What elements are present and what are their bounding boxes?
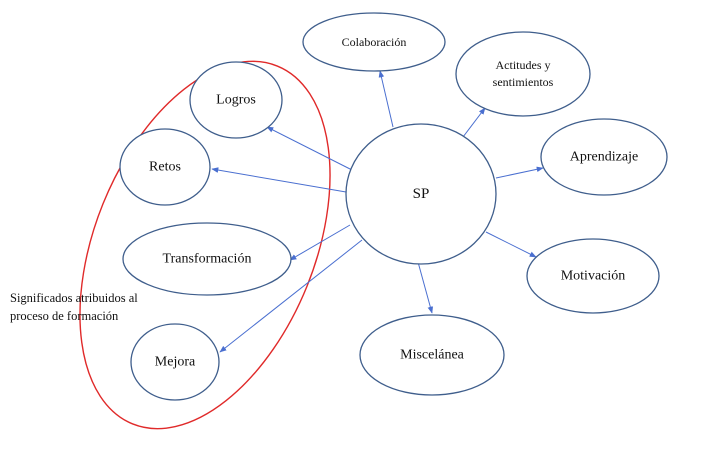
node-mejora: Mejora bbox=[130, 323, 220, 401]
node-motivacion: Motivación bbox=[526, 238, 660, 314]
arrow-to-motivacion bbox=[485, 231, 537, 258]
node-actitudes-label-line2: sentimientos bbox=[493, 75, 554, 89]
node-logros-label: Logros bbox=[216, 93, 256, 108]
node-actitudes: Actitudes y sentimientos bbox=[455, 31, 591, 117]
node-retos-label: Retos bbox=[149, 160, 181, 175]
node-aprendizaje: Aprendizaje bbox=[540, 118, 668, 196]
node-retos: Retos bbox=[119, 128, 211, 206]
group-annotation: Significados atribuidos al proceso de fo… bbox=[10, 291, 138, 323]
node-colaboracion: Colaboración bbox=[302, 12, 446, 72]
node-mejora-label: Mejora bbox=[155, 355, 196, 370]
node-miscelanea: Miscelánea bbox=[359, 314, 505, 396]
node-miscelanea-label: Miscelánea bbox=[400, 348, 465, 363]
node-colaboracion-label: Colaboración bbox=[342, 35, 407, 49]
node-logros: Logros bbox=[189, 61, 283, 139]
node-transformacion: Transformación bbox=[122, 222, 292, 296]
center-node-label: SP bbox=[413, 186, 430, 202]
arrow-to-mejora bbox=[219, 239, 363, 353]
group-annotation-line2: proceso de formación bbox=[10, 309, 119, 323]
node-motivacion-label: Motivación bbox=[561, 269, 626, 284]
node-transformacion-label: Transformación bbox=[163, 252, 252, 267]
arrow-to-transformacion bbox=[289, 224, 351, 261]
arrow-to-actitudes bbox=[462, 107, 486, 138]
arrow-to-colaboracion bbox=[378, 70, 394, 128]
node-aprendizaje-label: Aprendizaje bbox=[570, 150, 638, 165]
arrow-to-retos bbox=[211, 167, 347, 193]
node-actitudes-label-line1: Actitudes y bbox=[496, 58, 551, 72]
group-annotation-line1: Significados atribuidos al bbox=[10, 291, 138, 305]
meanings-group-outline bbox=[79, 60, 331, 430]
arrow-to-miscelanea bbox=[417, 261, 434, 314]
arrow-to-logros bbox=[266, 126, 353, 171]
arrow-to-aprendizaje bbox=[495, 166, 544, 179]
center-node-sp: SP bbox=[345, 123, 497, 265]
